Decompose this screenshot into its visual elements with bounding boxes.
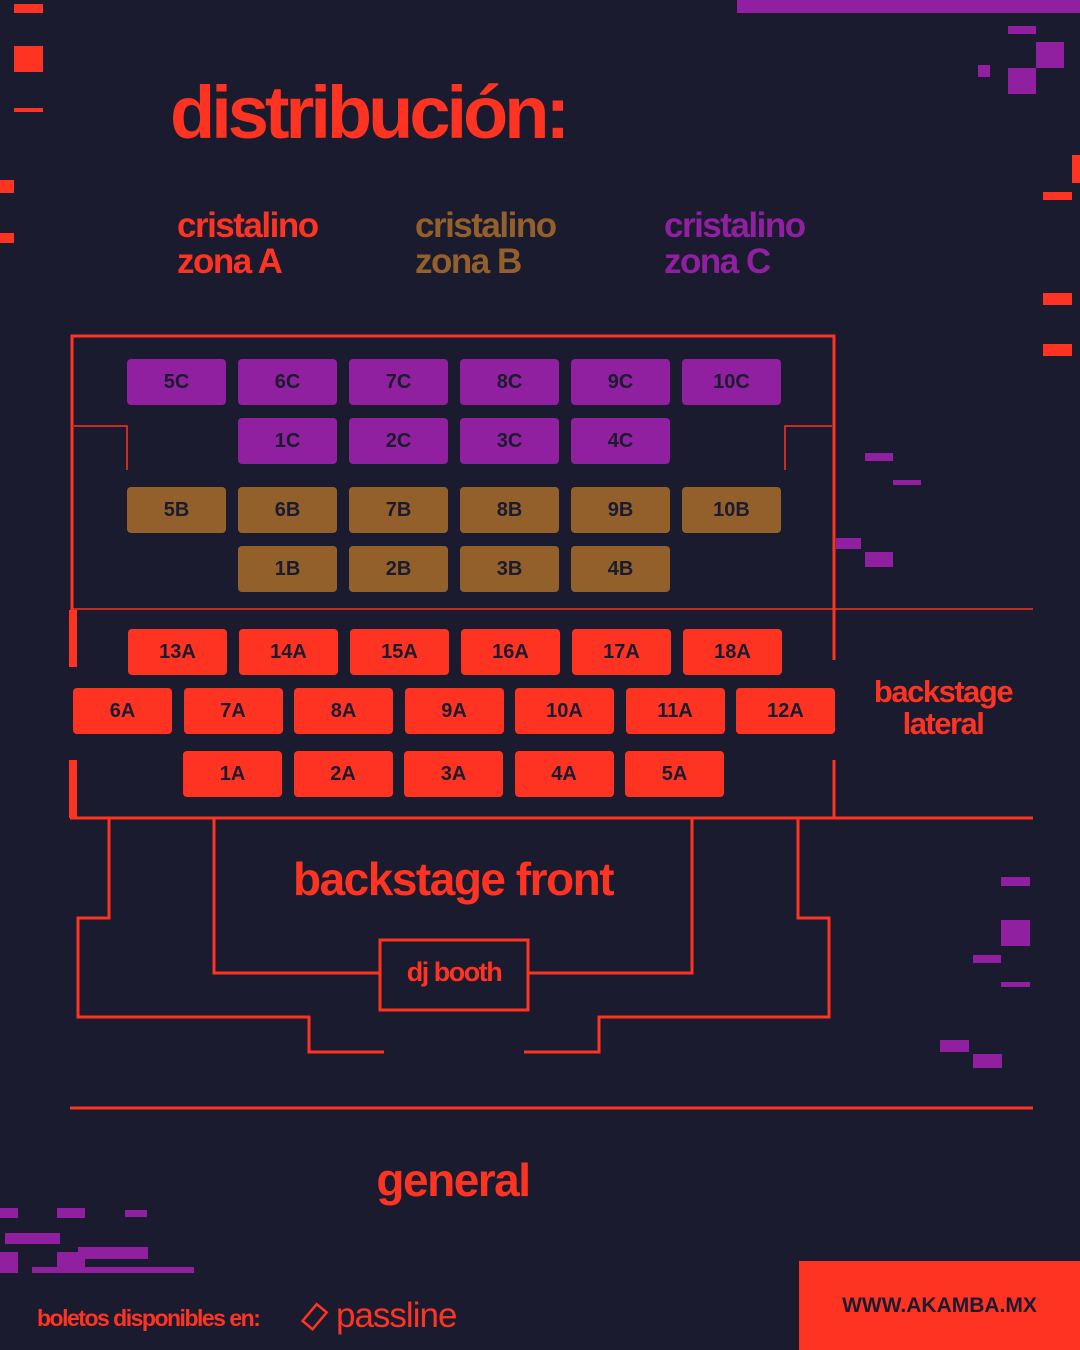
seat-3a[interactable]: 3A <box>404 751 503 797</box>
seat-8a[interactable]: 8A <box>294 688 393 734</box>
seat-9b[interactable]: 9B <box>571 487 670 533</box>
seat-6a[interactable]: 6A <box>73 688 172 734</box>
seat-7a[interactable]: 7A <box>183 688 283 734</box>
seat-10c[interactable]: 10C <box>682 359 781 405</box>
seat-15a[interactable]: 15A <box>350 629 449 675</box>
dj-booth-label: dj booth <box>406 957 503 987</box>
seat-2c[interactable]: 2C <box>349 418 448 464</box>
seat-4c[interactable]: 4C <box>571 418 670 464</box>
seat-2a[interactable]: 2A <box>293 751 393 797</box>
seat-8c[interactable]: 8C <box>460 359 559 405</box>
seat-13a[interactable]: 13A <box>128 629 227 675</box>
ticket-icon <box>300 1302 330 1332</box>
seat-12a[interactable]: 12A <box>736 688 835 734</box>
seat-5a[interactable]: 5A <box>625 751 724 797</box>
seat-6b[interactable]: 6B <box>238 487 337 533</box>
seat-17a[interactable]: 17A <box>572 629 671 675</box>
seat-3c[interactable]: 3C <box>460 418 559 464</box>
seat-1a[interactable]: 1A <box>183 751 282 797</box>
seat-4a[interactable]: 4A <box>514 751 614 797</box>
seat-9a[interactable]: 9A <box>404 688 504 734</box>
seat-10b[interactable]: 10B <box>682 487 781 533</box>
seat-8b[interactable]: 8B <box>460 487 559 533</box>
seat-4b[interactable]: 4B <box>571 546 670 592</box>
seat-2b[interactable]: 2B <box>349 546 448 592</box>
seat-6c[interactable]: 6C <box>238 359 337 405</box>
tickets-text: boletos disponibles en: <box>37 1305 261 1331</box>
seat-1b[interactable]: 1B <box>238 546 337 592</box>
seat-7b[interactable]: 7B <box>349 487 448 533</box>
website-link[interactable]: WWW.AKAMBA.MX <box>799 1261 1080 1350</box>
seat-11a[interactable]: 11A <box>625 688 725 734</box>
seat-7c[interactable]: 7C <box>349 359 448 405</box>
seat-3b[interactable]: 3B <box>460 546 559 592</box>
seat-5c[interactable]: 5C <box>127 359 226 405</box>
page-title: distribución: <box>170 71 570 154</box>
seat-5b[interactable]: 5B <box>127 487 226 533</box>
general-label: general <box>376 1154 531 1206</box>
backstage-front-label: backstage front <box>292 853 615 905</box>
seat-18a[interactable]: 18A <box>683 629 782 675</box>
seat-1c[interactable]: 1C <box>238 418 337 464</box>
seat-9c[interactable]: 9C <box>571 359 670 405</box>
seat-16a[interactable]: 16A <box>461 629 560 675</box>
passline-link[interactable]: passline <box>336 1296 457 1335</box>
seat-14a[interactable]: 14A <box>239 629 338 675</box>
seat-10a[interactable]: 10A <box>515 688 614 734</box>
